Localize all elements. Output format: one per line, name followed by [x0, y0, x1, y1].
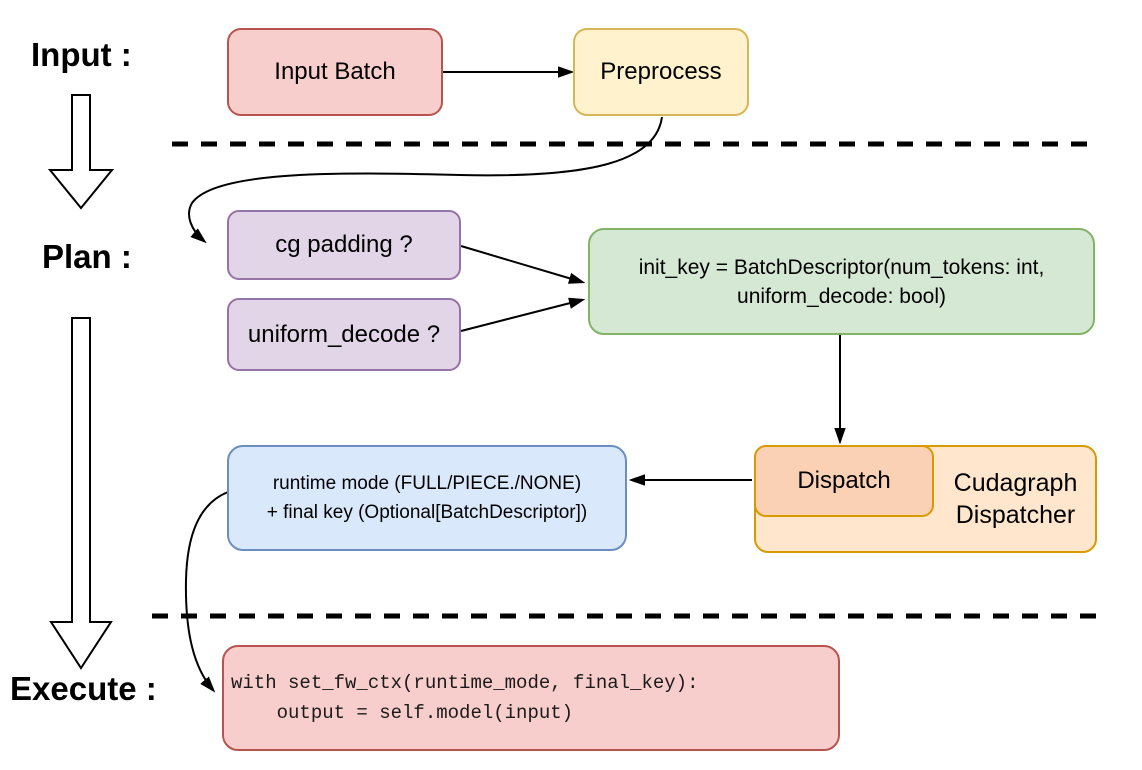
cudagraph-label-line2: Dispatcher — [955, 501, 1076, 529]
node-init-key-line2: uniform_decode: bool) — [737, 284, 946, 308]
node-runtime-result: runtime mode (FULL/PIECE./NONE) + final … — [227, 445, 627, 551]
node-runtime-result-line1: runtime mode (FULL/PIECE./NONE) — [272, 473, 582, 494]
execute-code-line2: output = self.model(input) — [231, 702, 574, 724]
node-runtime-result-line2: + final key (Optional[BatchDescriptor]) — [266, 502, 588, 523]
node-uniform-decode-label: uniform_decode ? — [247, 320, 441, 348]
stage-arrow-plan-to-execute — [49, 317, 113, 670]
node-cudagraph-dispatcher-label: Cudagraph Dispatcher — [934, 445, 1097, 553]
stage-label-execute: Execute : — [10, 670, 157, 707]
node-input-batch: Input Batch — [227, 28, 443, 116]
cudagraph-label-line1: Cudagraph — [953, 469, 1078, 497]
arrow-cg-padding-to-init-key — [460, 245, 582, 282]
node-init-key: init_key = BatchDescriptor(num_tokens: i… — [588, 228, 1095, 335]
node-cg-padding: cg padding ? — [227, 210, 461, 280]
node-dispatch-label: Dispatch — [797, 467, 891, 494]
stage-arrow-input-to-plan — [47, 94, 115, 210]
node-input-batch-label: Input Batch — [274, 58, 396, 85]
node-preprocess: Preprocess — [573, 28, 749, 116]
arrow-runtime-result-to-execute-code — [184, 491, 229, 690]
execute-code-line1: with set_fw_ctx(runtime_mode, final_key)… — [231, 672, 699, 694]
arrow-uniform-decode-to-init-key — [460, 300, 582, 332]
stage-label-plan: Plan : — [42, 238, 132, 275]
node-execute-code: with set_fw_ctx(runtime_mode, final_key)… — [222, 645, 840, 751]
node-uniform-decode: uniform_decode ? — [227, 298, 461, 371]
node-preprocess-label: Preprocess — [600, 58, 722, 85]
node-init-key-line1: init_key = BatchDescriptor(num_tokens: i… — [638, 255, 1045, 279]
node-dispatch: Dispatch — [754, 445, 934, 517]
node-cg-padding-label: cg padding ? — [275, 231, 413, 258]
arrow-preprocess-to-cg-padding — [188, 116, 663, 241]
stage-label-input: Input : — [31, 36, 132, 73]
